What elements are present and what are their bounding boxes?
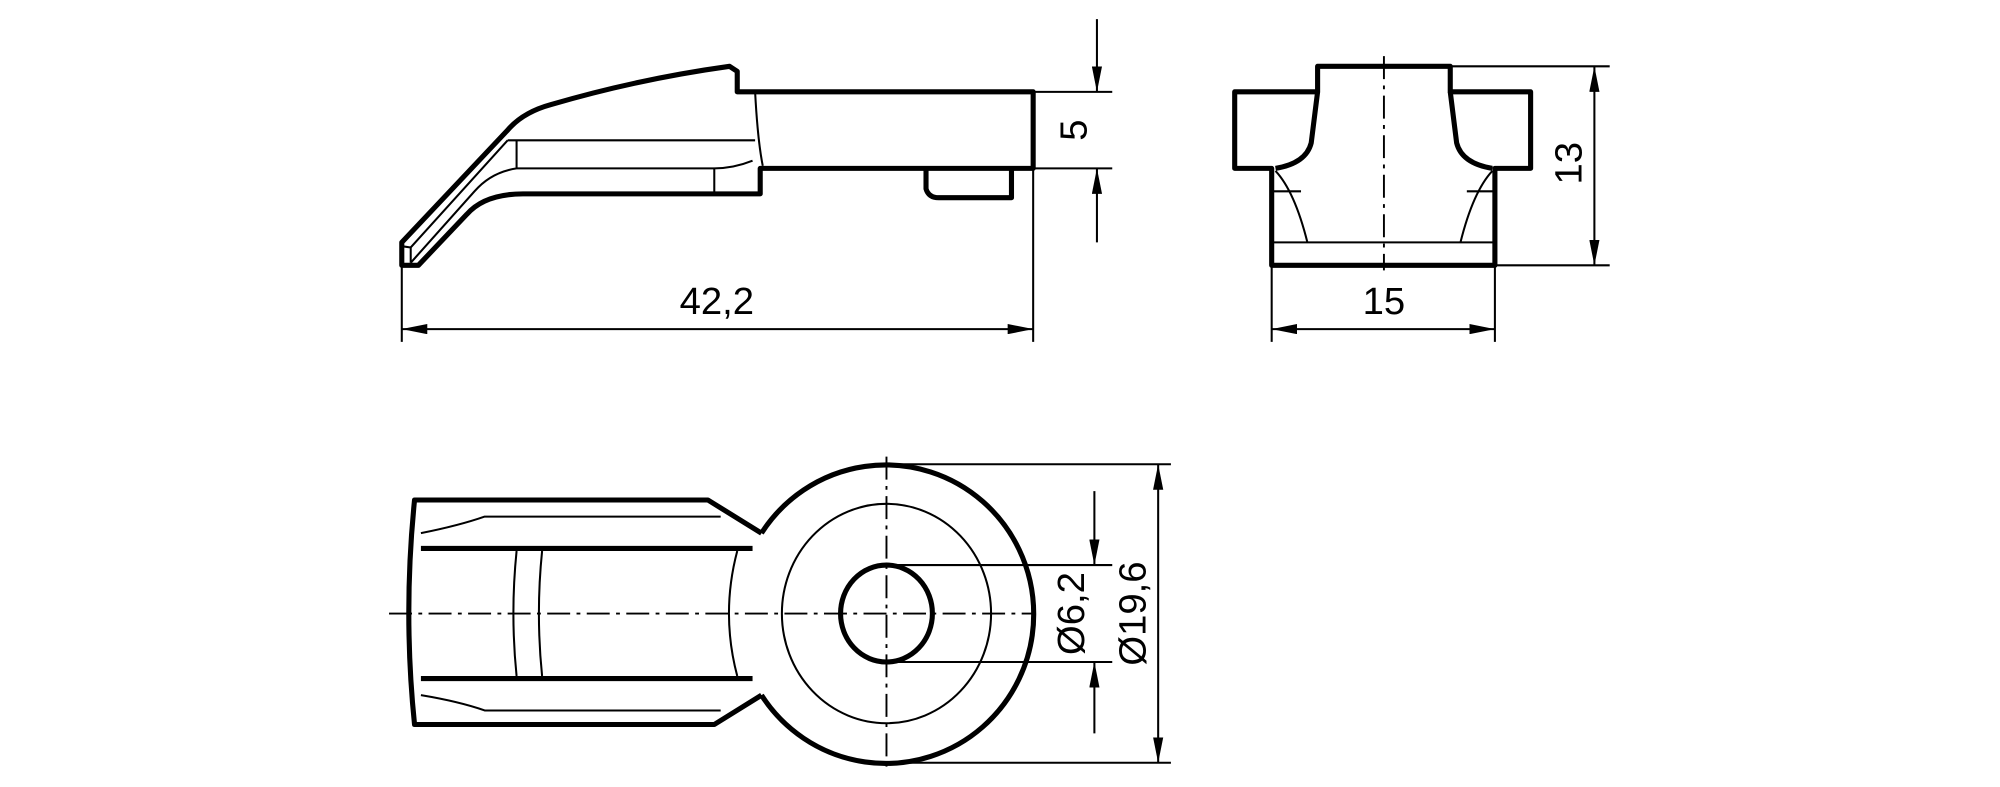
dimension-length-42-2: 42,2 <box>400 168 1035 342</box>
top-view: Ø6,2 Ø19,6 <box>389 456 1171 768</box>
top-view-body-outline <box>406 497 763 728</box>
dimension-label-hole-diameter: Ø6,2 <box>1050 572 1093 655</box>
dimension-width-15: 15 <box>1270 265 1496 342</box>
side-view: 5 42,2 <box>399 19 1113 342</box>
dimension-label-5: 5 <box>1053 119 1096 140</box>
dimension-outer-diameter: Ø19,6 <box>886 463 1171 764</box>
dimension-label-42-2: 42,2 <box>680 280 754 323</box>
dimension-label-13: 13 <box>1548 142 1591 185</box>
front-view-outline <box>1232 63 1534 268</box>
dimension-label-15: 15 <box>1363 280 1406 323</box>
front-view-inner-curves <box>1275 91 1493 171</box>
side-view-outline <box>399 63 1036 268</box>
side-view-tab <box>923 168 1015 201</box>
dimension-hole-diameter: Ø6,2 <box>886 491 1113 734</box>
dimension-height-13: 13 <box>1450 65 1610 267</box>
front-view: 13 15 <box>1232 56 1610 342</box>
dimension-height-5: 5 <box>1033 19 1113 243</box>
dimension-label-outer-diameter: Ø19,6 <box>1111 561 1154 665</box>
side-view-inner-lines <box>401 91 764 264</box>
